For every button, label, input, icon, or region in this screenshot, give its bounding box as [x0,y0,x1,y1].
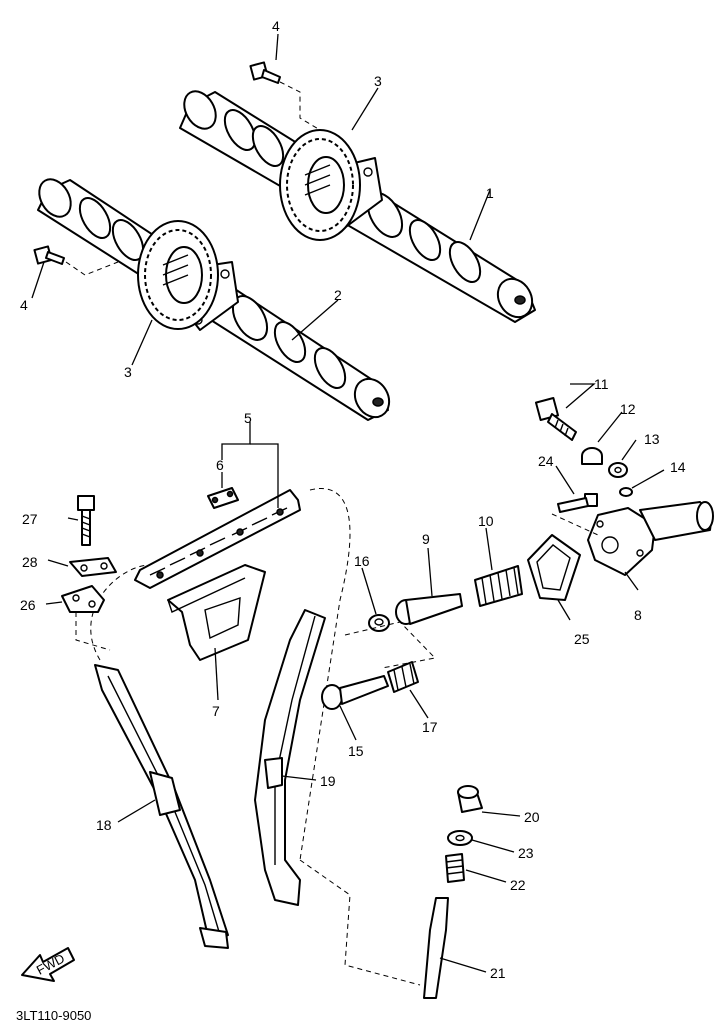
cam-sprocket-lower [137,220,219,330]
chain-guide-exhaust [94,664,229,949]
tensioner-rod [395,593,463,625]
callout-8: 8 [634,607,642,623]
tensioner-body [587,501,714,576]
callout-9: 9 [422,531,430,547]
callout-11: 11 [594,376,609,392]
callout-6: 6 [216,457,224,473]
tensioner-pin [321,675,389,710]
cam-sprocket-upper [279,129,361,241]
leader-lines [31,33,665,973]
callout-19: 19 [320,773,336,789]
guide-bolt [77,495,95,546]
callout-labels: 4 3 1 2 4 3 5 6 7 8 9 10 11 12 13 14 15 … [20,18,686,981]
stopper-washer [447,830,473,846]
callout-17: 17 [422,719,438,735]
lock-washer [69,557,117,577]
callout-15: 15 [348,743,364,759]
callout-22: 22 [510,877,526,893]
sprocket-bolt-lower [33,245,65,265]
callout-16: 16 [354,553,370,569]
washer [608,462,628,478]
cap-nut [581,447,603,465]
callout-4-lower: 4 [20,297,28,313]
callout-28: 28 [22,554,38,570]
tensioner-spring [474,565,523,607]
callout-10: 10 [478,513,494,529]
stopper-bolt [457,785,483,813]
callout-2: 2 [334,287,342,303]
guide-stopper [61,585,105,613]
guide-rod [423,897,449,999]
callout-18: 18 [96,817,112,833]
callout-5: 5 [244,410,252,426]
stopper-spring [445,853,465,883]
callout-25: 25 [574,631,590,647]
tensioner-mount-bolt [557,493,598,513]
o-ring [619,487,633,497]
callout-20: 20 [524,809,540,825]
callout-7: 7 [212,703,220,719]
callout-24: 24 [538,453,554,469]
callout-14: 14 [670,459,686,475]
callout-3-upper: 3 [374,73,382,89]
timing-chain [90,488,351,861]
forward-arrow-icon: FWD [21,947,75,982]
callout-1: 1 [486,185,494,201]
callout-4-upper: 4 [272,18,280,34]
diagram-code: 3LT110-9050 [16,1008,91,1023]
spacer [368,614,390,632]
callout-12: 12 [620,401,636,417]
callout-26: 26 [20,597,36,613]
callout-23: 23 [518,845,534,861]
chain-guide-intake [254,609,326,906]
sprocket-bolt-upper [249,61,281,84]
callout-3-lower: 3 [124,364,132,380]
tensioner-gasket [527,534,581,601]
tensioner-bolt [534,396,577,441]
chain-master-link [207,487,239,509]
tensioner-inner-spring [387,661,419,693]
callout-27: 27 [22,511,38,527]
chain-guide-top [167,564,266,661]
callout-13: 13 [644,431,660,447]
callout-21: 21 [490,965,506,981]
